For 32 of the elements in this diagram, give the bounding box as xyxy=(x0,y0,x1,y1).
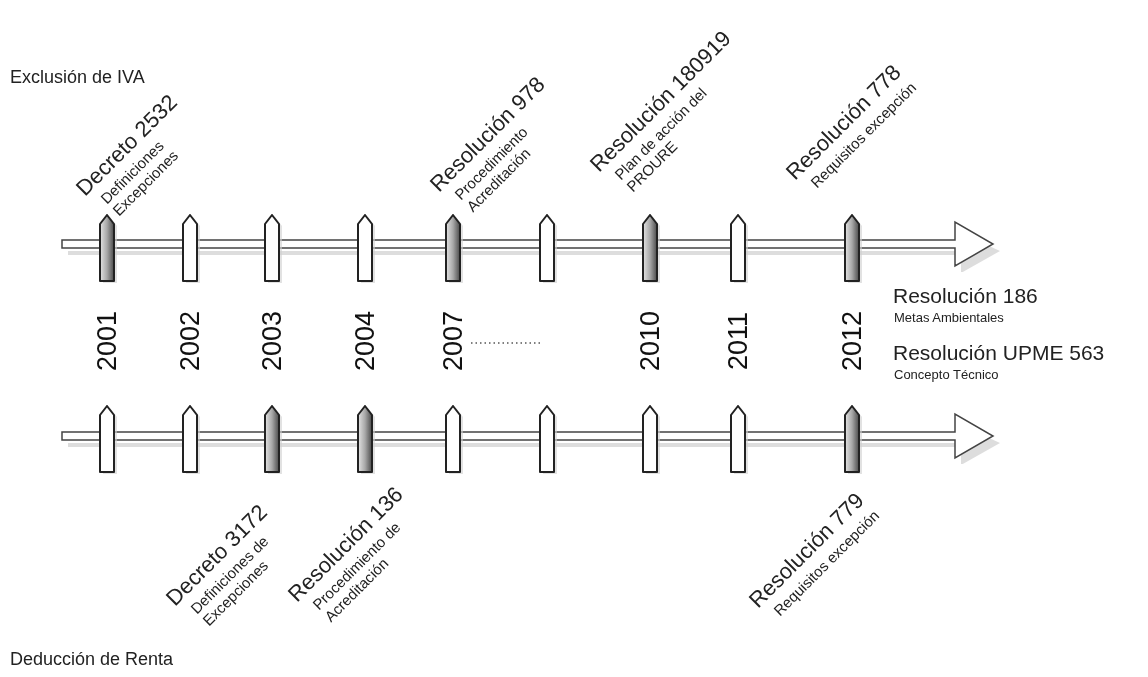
year-label: 2007 xyxy=(438,311,468,371)
milestone-marker xyxy=(539,214,557,284)
milestone-marker xyxy=(642,214,660,284)
year-label: 2003 xyxy=(257,311,287,371)
year-label: 2010 xyxy=(635,311,665,371)
milestone-marker xyxy=(539,405,557,475)
milestone-marker xyxy=(730,405,748,475)
resolution-description: Concepto Técnico xyxy=(894,367,999,384)
milestone-marker xyxy=(642,405,660,475)
year-label: 2011 xyxy=(723,311,753,371)
milestone-marker xyxy=(730,214,748,284)
year-label: 2001 xyxy=(92,311,122,371)
milestone-marker xyxy=(264,214,282,284)
year-label: 2012 xyxy=(837,311,867,371)
milestone-marker xyxy=(182,214,200,284)
year-label: 2004 xyxy=(350,311,380,371)
milestone-marker xyxy=(99,214,117,284)
milestone-marker xyxy=(844,214,862,284)
milestone-marker xyxy=(182,405,200,475)
milestone-marker xyxy=(99,405,117,475)
milestone-marker xyxy=(264,405,282,475)
milestone-marker xyxy=(445,214,463,284)
milestone-marker xyxy=(844,405,862,475)
milestone-marker xyxy=(357,214,375,284)
milestone-marker xyxy=(445,405,463,475)
year-label: 2002 xyxy=(175,311,205,371)
milestone-marker xyxy=(357,405,375,475)
track-title: Deducción de Renta xyxy=(10,648,174,671)
resolution-title: Resolución 186 xyxy=(893,283,1038,309)
track-title: Exclusión de IVA xyxy=(10,66,145,89)
resolution-title: Resolución UPME 563 xyxy=(893,340,1105,366)
resolution-description: Metas Ambientales xyxy=(894,310,1004,327)
